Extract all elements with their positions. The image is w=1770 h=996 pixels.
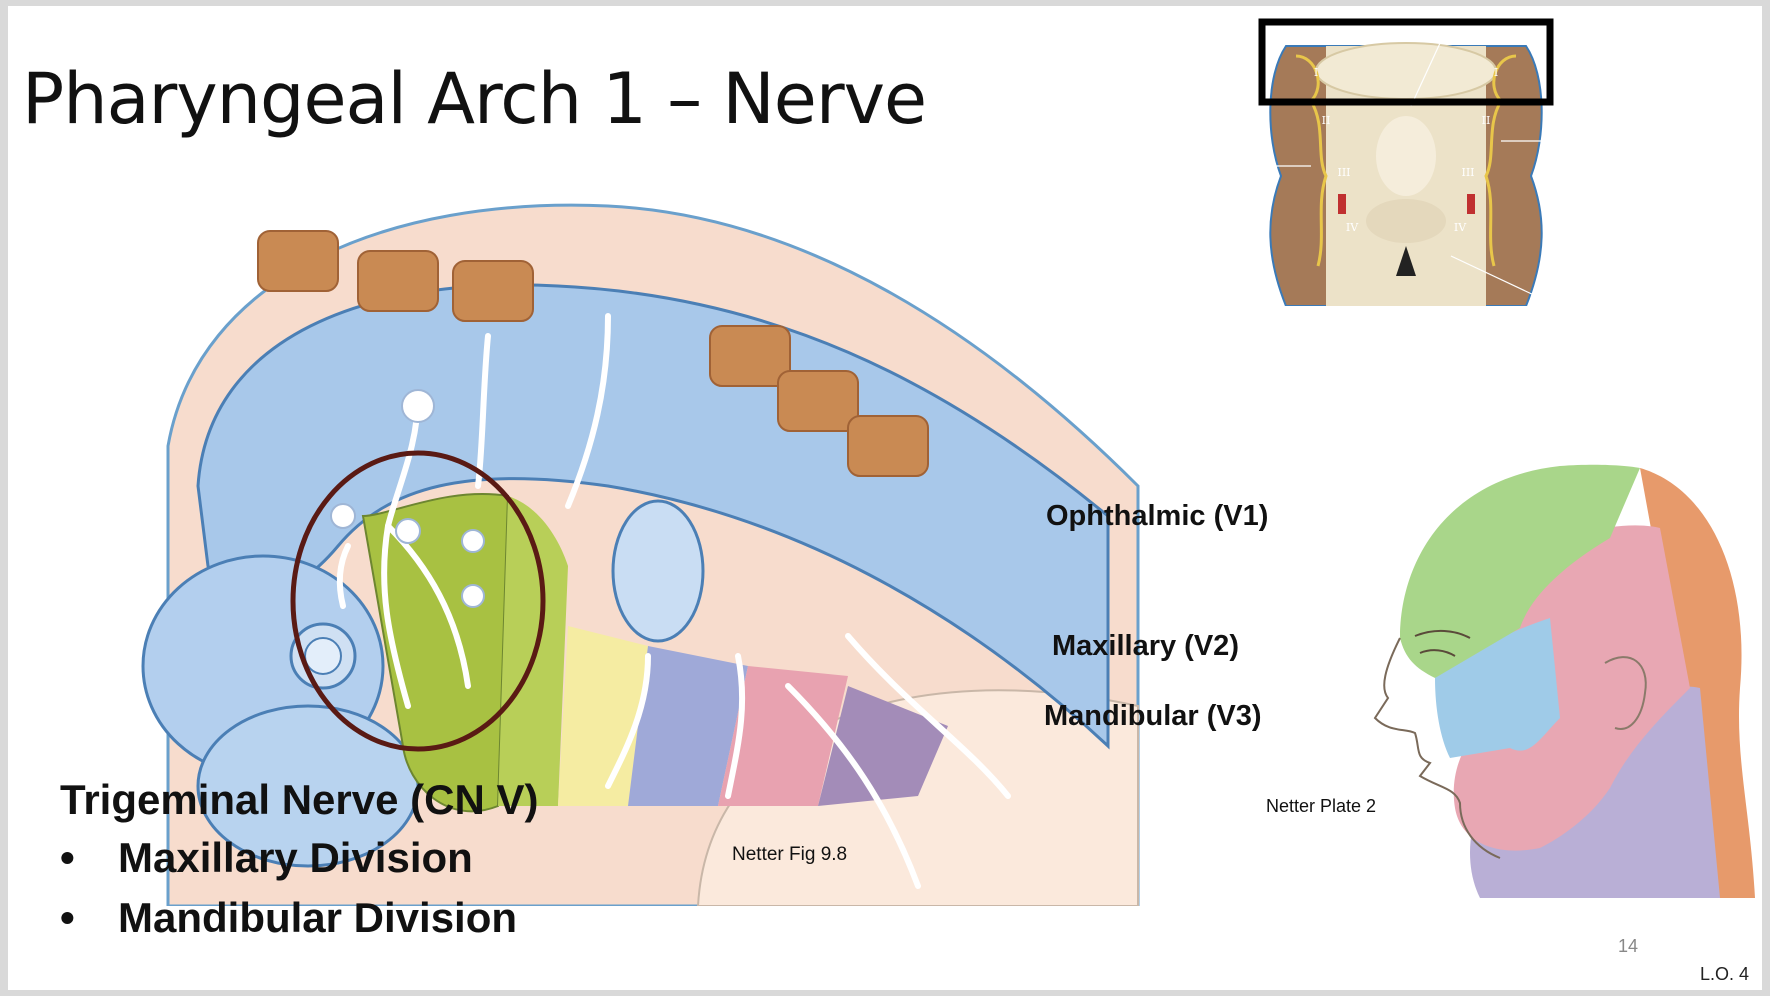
bullet-item-maxillary: • Maxillary Division bbox=[60, 834, 538, 882]
embryo-figure-caption: Netter Fig 9.8 bbox=[732, 844, 848, 865]
bullet-item-mandibular: • Mandibular Division bbox=[60, 894, 538, 942]
trigeminal-text-block: Trigeminal Nerve (CN V) • Maxillary Divi… bbox=[60, 776, 538, 954]
label-ophthalmic-v1: Ophthalmic (V1) bbox=[1046, 500, 1269, 532]
arch-label: II bbox=[1482, 114, 1491, 127]
label-maxillary-v2: Maxillary (V2) bbox=[1052, 630, 1239, 662]
bullet-item-label: Maxillary Division bbox=[118, 834, 473, 881]
head-dermatome-illustration bbox=[1373, 464, 1755, 898]
page-number: 14 bbox=[1618, 936, 1639, 956]
embryo-illustration bbox=[141, 203, 1140, 906]
slide-title: Pharyngeal Arch 1 – Nerve bbox=[22, 58, 927, 140]
pharyngeal-arch-inset: I I II II III III IV IV bbox=[1258, 18, 1556, 306]
learning-objective-tag: L.O. 4 bbox=[1700, 964, 1750, 984]
slide: Pharyngeal Arch 1 – Nerve bbox=[8, 6, 1762, 990]
arch-label: III bbox=[1461, 166, 1474, 179]
arch-label: III bbox=[1337, 166, 1350, 179]
trigeminal-heading: Trigeminal Nerve (CN V) bbox=[60, 776, 539, 823]
arch-label: IV bbox=[1454, 221, 1467, 234]
bullet-symbol: • bbox=[60, 894, 75, 941]
arch-label: I bbox=[1314, 66, 1318, 79]
head-figure-caption: Netter Plate 2 bbox=[1266, 796, 1377, 816]
arch-label: I bbox=[1494, 66, 1498, 79]
arch-label: II bbox=[1322, 114, 1331, 127]
label-mandibular-v3: Mandibular (V3) bbox=[1044, 700, 1262, 732]
arch-label: IV bbox=[1346, 221, 1359, 234]
bullet-symbol: • bbox=[60, 834, 75, 881]
bullet-item-label: Mandibular Division bbox=[118, 894, 518, 941]
